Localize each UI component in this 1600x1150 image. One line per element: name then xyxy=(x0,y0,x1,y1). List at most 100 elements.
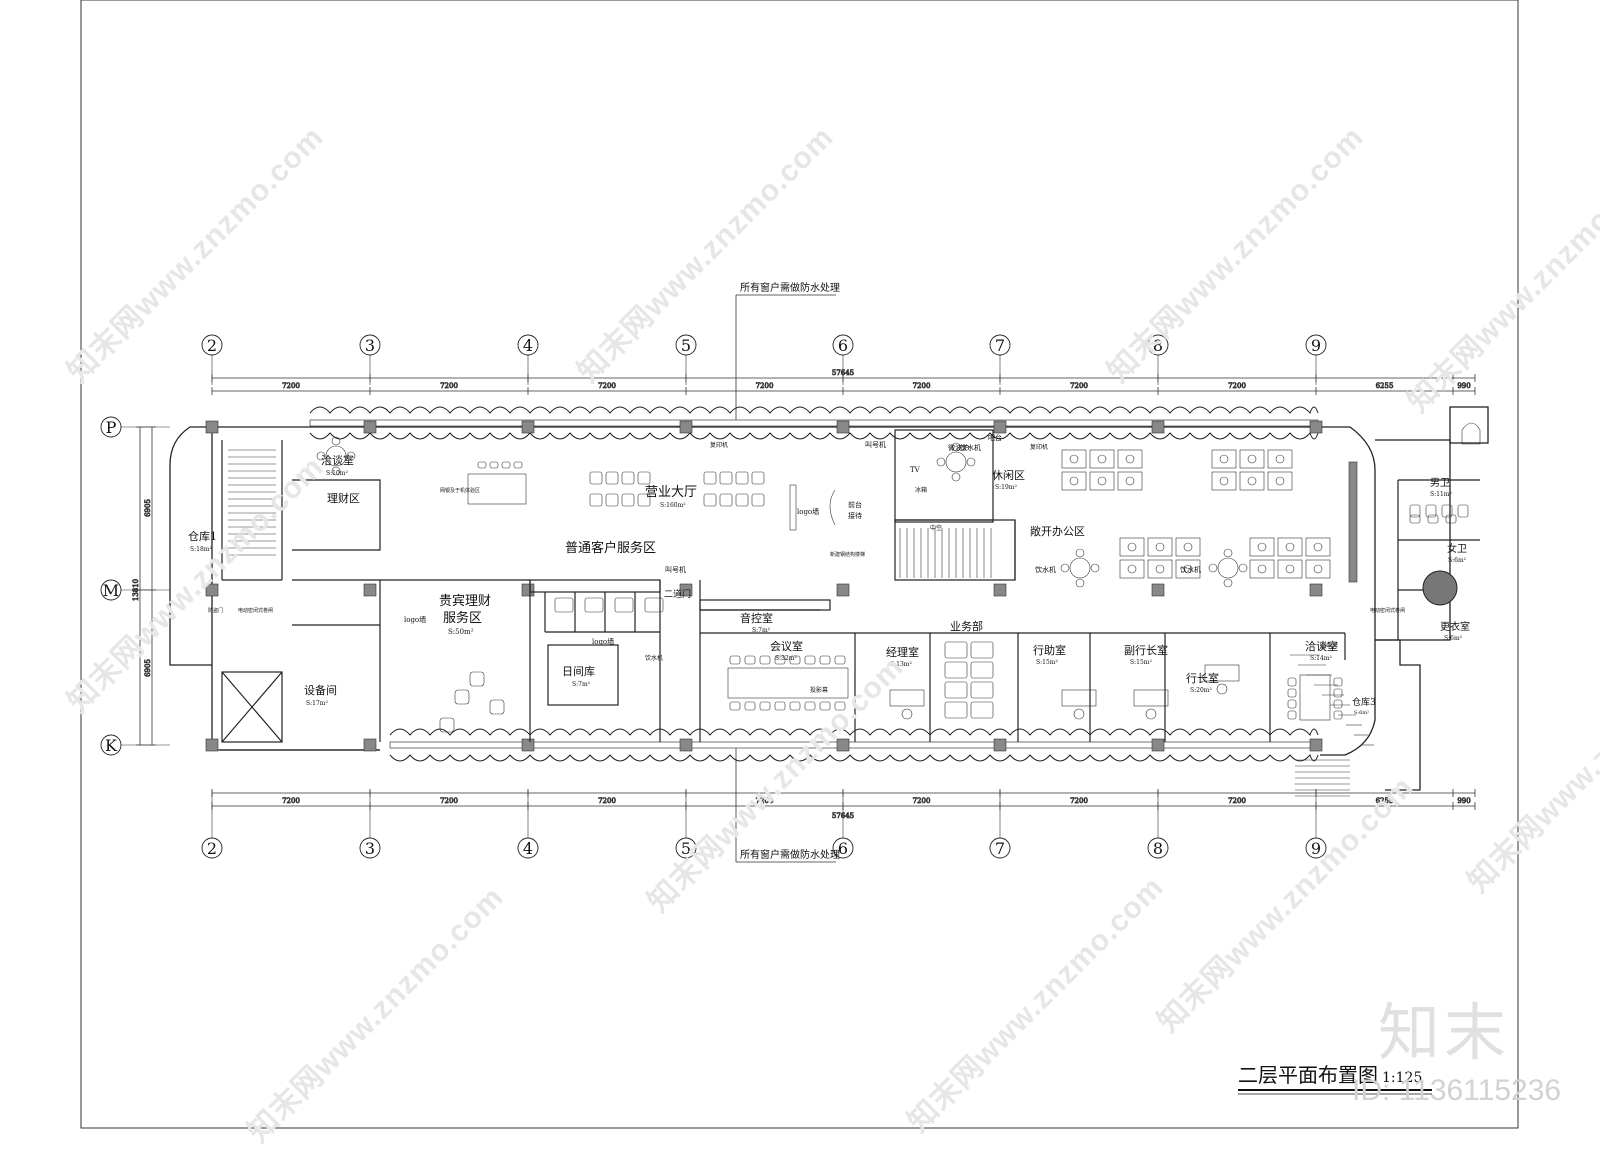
room-name: 休闲区 xyxy=(992,468,1025,482)
room-name: 行助室 xyxy=(1033,643,1066,657)
axis-label: 6 xyxy=(838,839,848,858)
room-name: 副行长室 xyxy=(1124,643,1168,657)
room-labels: 洽谈室 S:10m² 理财区 仓库1 S:18m² 营业大厅 S:160m² 普… xyxy=(188,453,1470,716)
dimension-value: 6255 xyxy=(1376,797,1394,805)
room-name: 会议室 xyxy=(770,639,803,653)
room-area: S:19m² xyxy=(995,484,1017,491)
room-name: 日间库 xyxy=(562,665,595,678)
printer-label: 复印机 xyxy=(710,441,728,449)
elec-door-label-2: 电动密闭式卷闸 xyxy=(238,607,273,614)
room-area: S:6m² xyxy=(1448,557,1467,564)
room-name: 行长室 xyxy=(1186,671,1219,685)
room-name: 经理室 xyxy=(886,645,919,659)
structural-columns xyxy=(205,420,1358,752)
fridge-label: 冰箱 xyxy=(915,486,927,494)
room-area: S:6m² xyxy=(1354,710,1369,716)
axis-label: 7 xyxy=(995,839,1005,858)
room-area: S:15m² xyxy=(1130,659,1152,666)
brand-watermark: 知末 xyxy=(1378,996,1511,1069)
dimension-value: 7200 xyxy=(598,382,616,390)
dimension-value: 7200 xyxy=(282,797,300,805)
dimension-value: 7200 xyxy=(598,797,616,805)
axis-label: 5 xyxy=(681,336,691,355)
room-name: 业务部 xyxy=(950,619,983,633)
furniture xyxy=(316,422,1481,733)
logo-wall-label-2: logo墙 xyxy=(592,637,614,646)
dimension-value: 7200 xyxy=(440,382,458,390)
axis-label: 2 xyxy=(207,839,217,858)
axis-label: 4 xyxy=(523,336,533,355)
round-fixture xyxy=(1422,570,1458,606)
stairs xyxy=(228,449,1374,797)
drawing-scale: 1:125 xyxy=(1382,1070,1422,1086)
drinking-label: 饮水机 xyxy=(960,443,981,452)
room-name: 更衣室 xyxy=(1440,620,1470,633)
call-machine-label-2: 叫号机 xyxy=(865,440,886,449)
dimension-value: 6905 xyxy=(144,499,152,517)
void-label: 中空 xyxy=(930,524,942,532)
axis-label: P xyxy=(106,418,117,437)
drawing-title: 二层平面布置图 xyxy=(1238,1063,1378,1087)
room-name: 设备间 xyxy=(304,683,337,697)
axis-label: 3 xyxy=(365,839,375,858)
axis-label: 7 xyxy=(995,336,1005,355)
dimension-value: 990 xyxy=(1457,797,1470,805)
reception-label: 前台 xyxy=(848,500,862,509)
projector-label: 投影幕 xyxy=(810,686,828,694)
elec-door-label: 电动密闭式卷闸 xyxy=(1370,607,1405,614)
room-name: 仓库1 xyxy=(188,529,217,543)
waterproof-note-top: 所有窗户需做防水处理 xyxy=(740,281,840,294)
axis-label: 5 xyxy=(681,839,691,858)
axis-label: M xyxy=(103,581,119,600)
room-name: 音控室 xyxy=(740,611,773,625)
room-area: S:10m² xyxy=(326,470,348,477)
room-name: 服务区 xyxy=(443,610,482,626)
room-area: S:14m² xyxy=(1310,655,1332,662)
dimension-value: 7200 xyxy=(282,382,300,390)
second-door-label: 二道门 xyxy=(664,588,691,600)
room-name: 女卫 xyxy=(1447,542,1467,555)
room-name: 男卫 xyxy=(1430,477,1450,489)
room-area: S:6m² xyxy=(1444,635,1463,642)
building-outline xyxy=(169,406,1489,791)
room-name: 贵宾理财 xyxy=(439,593,491,609)
drinking-label-2: 饮水机 xyxy=(1035,565,1056,574)
room-name: 营业大厅 xyxy=(645,485,697,500)
room-name: 洽谈室 xyxy=(1305,639,1338,653)
dimension-value: 7200 xyxy=(913,797,931,805)
call-machine-label: 叫号机 xyxy=(665,565,686,574)
dimension-value: 990 xyxy=(1457,382,1470,390)
axis-label: 8 xyxy=(1153,839,1163,858)
room-area: S:13m² xyxy=(890,661,912,668)
axis-label: 8 xyxy=(1153,336,1163,355)
waterproof-note-bottom: 所有窗户需做防水处理 xyxy=(740,848,840,861)
logo-wall-label: logo墙 xyxy=(797,507,819,516)
room-name: 洽谈室 xyxy=(321,453,354,467)
drinking-label-3: 饮水机 xyxy=(1180,565,1201,574)
axis-label: K xyxy=(105,736,118,755)
microwave-label: 微波炉 xyxy=(948,443,969,452)
axis-label: 2 xyxy=(207,336,217,355)
dimension-value: 6905 xyxy=(144,659,152,677)
dimension-value: 7200 xyxy=(756,382,774,390)
room-name: 敞开办公区 xyxy=(1030,524,1085,538)
room-area: S:7m² xyxy=(752,627,771,634)
room-name: 仓库3 xyxy=(1352,696,1376,708)
room-area: S:18m² xyxy=(190,546,212,553)
dimension-value: 7200 xyxy=(1228,382,1246,390)
room-area: S:11m² xyxy=(1430,491,1452,498)
equip-room-label: 弱电井 xyxy=(1320,642,1338,650)
dimension-value: 7200 xyxy=(1228,797,1246,805)
dimension-value: 6255 xyxy=(1376,382,1394,390)
dimension-value: 7200 xyxy=(440,797,458,805)
room-area: S:32m² xyxy=(775,655,797,662)
drinking-label-4: 饮水机 xyxy=(645,654,663,662)
dimension-value: 7200 xyxy=(756,797,774,805)
room-area: S:7m² xyxy=(572,681,591,688)
dimension-value: 7200 xyxy=(1070,797,1088,805)
axis-label: 9 xyxy=(1311,839,1321,858)
room-area: S:15m² xyxy=(1036,659,1058,666)
axis-label: 6 xyxy=(838,336,848,355)
